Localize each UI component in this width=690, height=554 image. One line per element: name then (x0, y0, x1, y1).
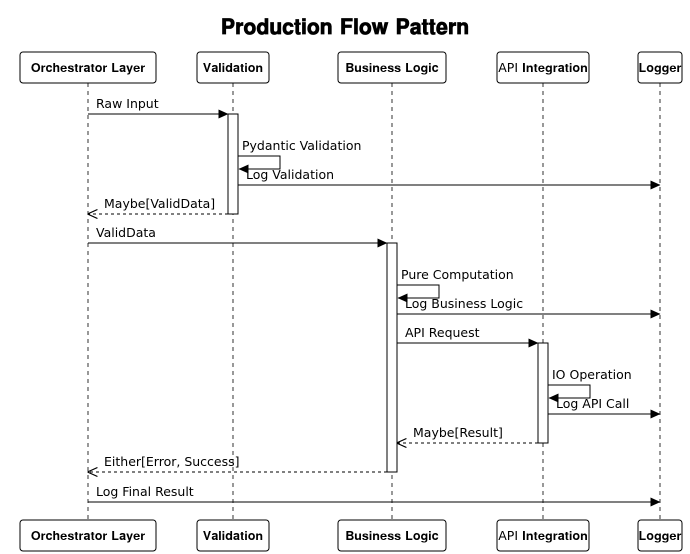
participant-box (337, 51, 447, 84)
participant-business-bottom: 𝐁𝐮𝐬𝐢𝐧𝐞𝐬𝐬 𝐋𝐨𝐠𝐢𝐜 (337, 519, 447, 552)
message-label: API Request (405, 325, 480, 340)
message-arrow (238, 155, 281, 174)
message-label: Log Final Result (96, 484, 194, 499)
participant-business-top: 𝐁𝐮𝐬𝐢𝐧𝐞𝐬𝐬 𝐋𝐨𝐠𝐢𝐜 (337, 51, 447, 84)
message-8: IO Operation (548, 367, 632, 403)
message-label: Either[Error, Success] (104, 454, 240, 469)
activation-bar-business (386, 242, 398, 473)
participant-api-top: API 𝐈𝐧𝐭𝐞𝐠𝐫𝐚𝐭𝐢𝐨𝐧 (496, 51, 590, 84)
participant-label: 𝐎𝐫𝐜𝐡𝐞𝐬𝐭𝐫𝐚𝐭𝐨𝐫 𝐋𝐚𝐲𝐞𝐫 (31, 528, 145, 543)
participant-heads-bottom: 𝐎𝐫𝐜𝐡𝐞𝐬𝐭𝐫𝐚𝐭𝐨𝐫 𝐋𝐚𝐲𝐞𝐫 𝐕𝐚𝐥𝐢𝐝𝐚𝐭𝐢𝐨𝐧 𝐁𝐮𝐬𝐢𝐧𝐞𝐬𝐬 𝐋𝐨𝐠… (19, 519, 683, 552)
message-label: Maybe[ValidData] (104, 196, 215, 211)
message-label: Maybe[Result] (413, 425, 503, 440)
message-9: Log API Call (548, 396, 661, 419)
message-1: Pydantic Validation (238, 138, 361, 174)
participant-validator-bottom: 𝐕𝐚𝐥𝐢𝐝𝐚𝐭𝐢𝐨𝐧 (196, 519, 270, 552)
activation-bar-api (537, 342, 549, 444)
participant-heads-top: 𝐎𝐫𝐜𝐡𝐞𝐬𝐭𝐫𝐚𝐭𝐨𝐫 𝐋𝐚𝐲𝐞𝐫 𝐕𝐚𝐥𝐢𝐝𝐚𝐭𝐢𝐨𝐧 𝐁𝐮𝐬𝐢𝐧𝐞𝐬𝐬 𝐋𝐨𝐠… (19, 51, 683, 84)
participant-validator-top: 𝐕𝐚𝐥𝐢𝐝𝐚𝐭𝐢𝐨𝐧 (196, 51, 270, 84)
participant-box (196, 519, 270, 552)
participant-logger-bottom: 𝐋𝐨𝐠𝐠𝐞𝐫 (637, 519, 683, 552)
message-label: IO Operation (552, 367, 632, 382)
participant-label: 𝐁𝐮𝐬𝐢𝐧𝐞𝐬𝐬 𝐋𝐨𝐠𝐢𝐜 (345, 60, 438, 75)
participant-label: 𝐕𝐚𝐥𝐢𝐝𝐚𝐭𝐢𝐨𝐧 (203, 528, 263, 543)
message-arrow (548, 384, 591, 403)
participant-box (337, 519, 447, 552)
participant-logger-top: 𝐋𝐨𝐠𝐠𝐞𝐫 (637, 51, 683, 84)
diagram-title: 𝐏𝐫𝐨𝐝𝐮𝐜𝐭𝐢𝐨𝐧 𝐅𝐥𝐨𝐰 𝐏𝐚𝐭𝐭𝐞𝐫𝐧 (221, 15, 469, 39)
participant-orchestrator-bottom: 𝐎𝐫𝐜𝐡𝐞𝐬𝐭𝐫𝐚𝐭𝐨𝐫 𝐋𝐚𝐲𝐞𝐫 (19, 519, 157, 552)
message-label: ValidData (96, 225, 156, 240)
message-label: Log Validation (246, 167, 334, 182)
participant-box (496, 51, 590, 84)
participant-label: API 𝐈𝐧𝐭𝐞𝐠𝐫𝐚𝐭𝐢𝐨𝐧 (498, 60, 588, 75)
participant-box (19, 51, 157, 84)
message-label: Raw Input (96, 96, 159, 111)
participant-label: 𝐁𝐮𝐬𝐢𝐧𝐞𝐬𝐬 𝐋𝐨𝐠𝐢𝐜 (345, 528, 438, 543)
participant-box (196, 51, 270, 84)
participant-box (19, 519, 157, 552)
message-label: Log API Call (556, 396, 629, 411)
participant-label: 𝐋𝐨𝐠𝐠𝐞𝐫 (639, 60, 682, 75)
message-5: Pure Computation (397, 267, 514, 303)
message-6: Log Business Logic (397, 296, 661, 319)
message-label: Pydantic Validation (242, 138, 361, 153)
message-4: ValidData (88, 225, 388, 248)
participant-box (637, 51, 683, 84)
message-arrow (397, 284, 440, 303)
participant-label: 𝐋𝐨𝐠𝐠𝐞𝐫 (639, 528, 682, 543)
message-12: Log Final Result (88, 484, 661, 507)
message-11: Either[Error, Success] (88, 454, 387, 472)
participant-box (496, 519, 590, 552)
participant-api-bottom: API 𝐈𝐧𝐭𝐞𝐠𝐫𝐚𝐭𝐢𝐨𝐧 (496, 519, 590, 552)
participant-label: 𝐕𝐚𝐥𝐢𝐝𝐚𝐭𝐢𝐨𝐧 (203, 60, 263, 75)
message-3: Maybe[ValidData] (88, 196, 228, 214)
message-10: Maybe[Result] (397, 425, 538, 443)
participant-box (637, 519, 683, 552)
message-label: Pure Computation (401, 267, 514, 282)
message-7: API Request (397, 325, 539, 348)
participant-label: API 𝐈𝐧𝐭𝐞𝐠𝐫𝐚𝐭𝐢𝐨𝐧 (498, 528, 588, 543)
message-label: Log Business Logic (405, 296, 523, 311)
participant-label: 𝐎𝐫𝐜𝐡𝐞𝐬𝐭𝐫𝐚𝐭𝐨𝐫 𝐋𝐚𝐲𝐞𝐫 (31, 60, 145, 75)
participant-orchestrator-top: 𝐎𝐫𝐜𝐡𝐞𝐬𝐭𝐫𝐚𝐭𝐨𝐫 𝐋𝐚𝐲𝐞𝐫 (19, 51, 157, 84)
activation-bars (227, 113, 549, 473)
activation-bar-validator (227, 113, 239, 215)
message-0: Raw Input (88, 96, 229, 119)
message-2: Log Validation (238, 167, 661, 190)
